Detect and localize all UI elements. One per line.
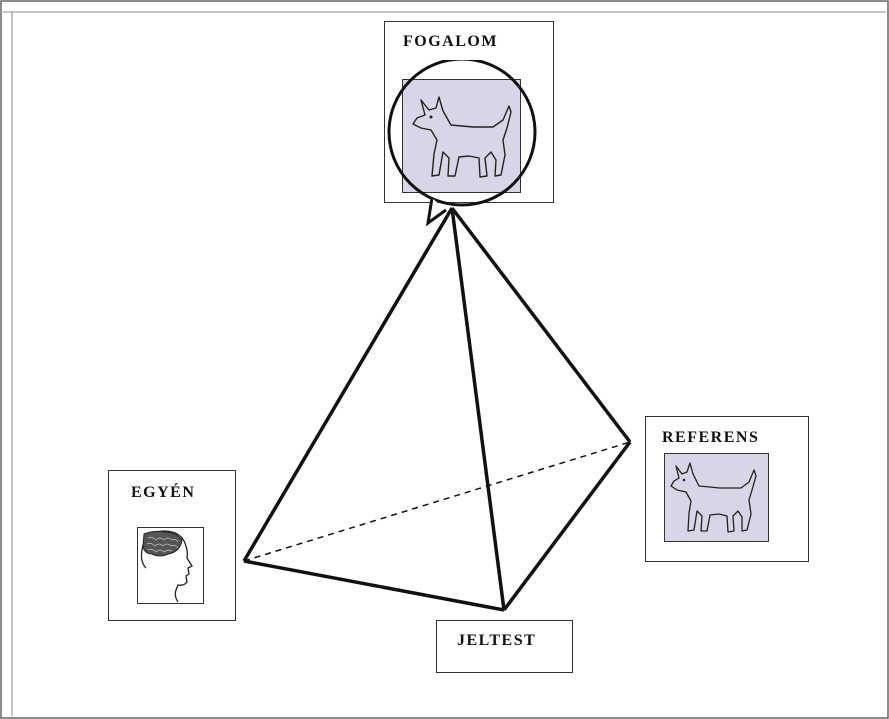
edge-jeltest-referens — [504, 442, 630, 610]
node-egyen: EGYÉN — [108, 470, 236, 621]
node-label-egyen: EGYÉN — [131, 484, 195, 502]
edge-egyen-jeltest — [244, 561, 504, 610]
node-jeltest: JELTEST — [436, 620, 573, 673]
node-referens: REFERENS — [645, 416, 809, 562]
human-head-brain-icon — [137, 527, 204, 604]
node-label-jeltest: JELTEST — [457, 632, 536, 650]
concept-bubble-icon — [380, 60, 550, 230]
dog-icon — [664, 453, 769, 542]
pyramid-edges — [244, 208, 630, 610]
edge-fogalom-egyen — [244, 208, 452, 561]
node-label-fogalom: FOGALOM — [403, 33, 498, 51]
node-label-referens: REFERENS — [662, 429, 759, 447]
